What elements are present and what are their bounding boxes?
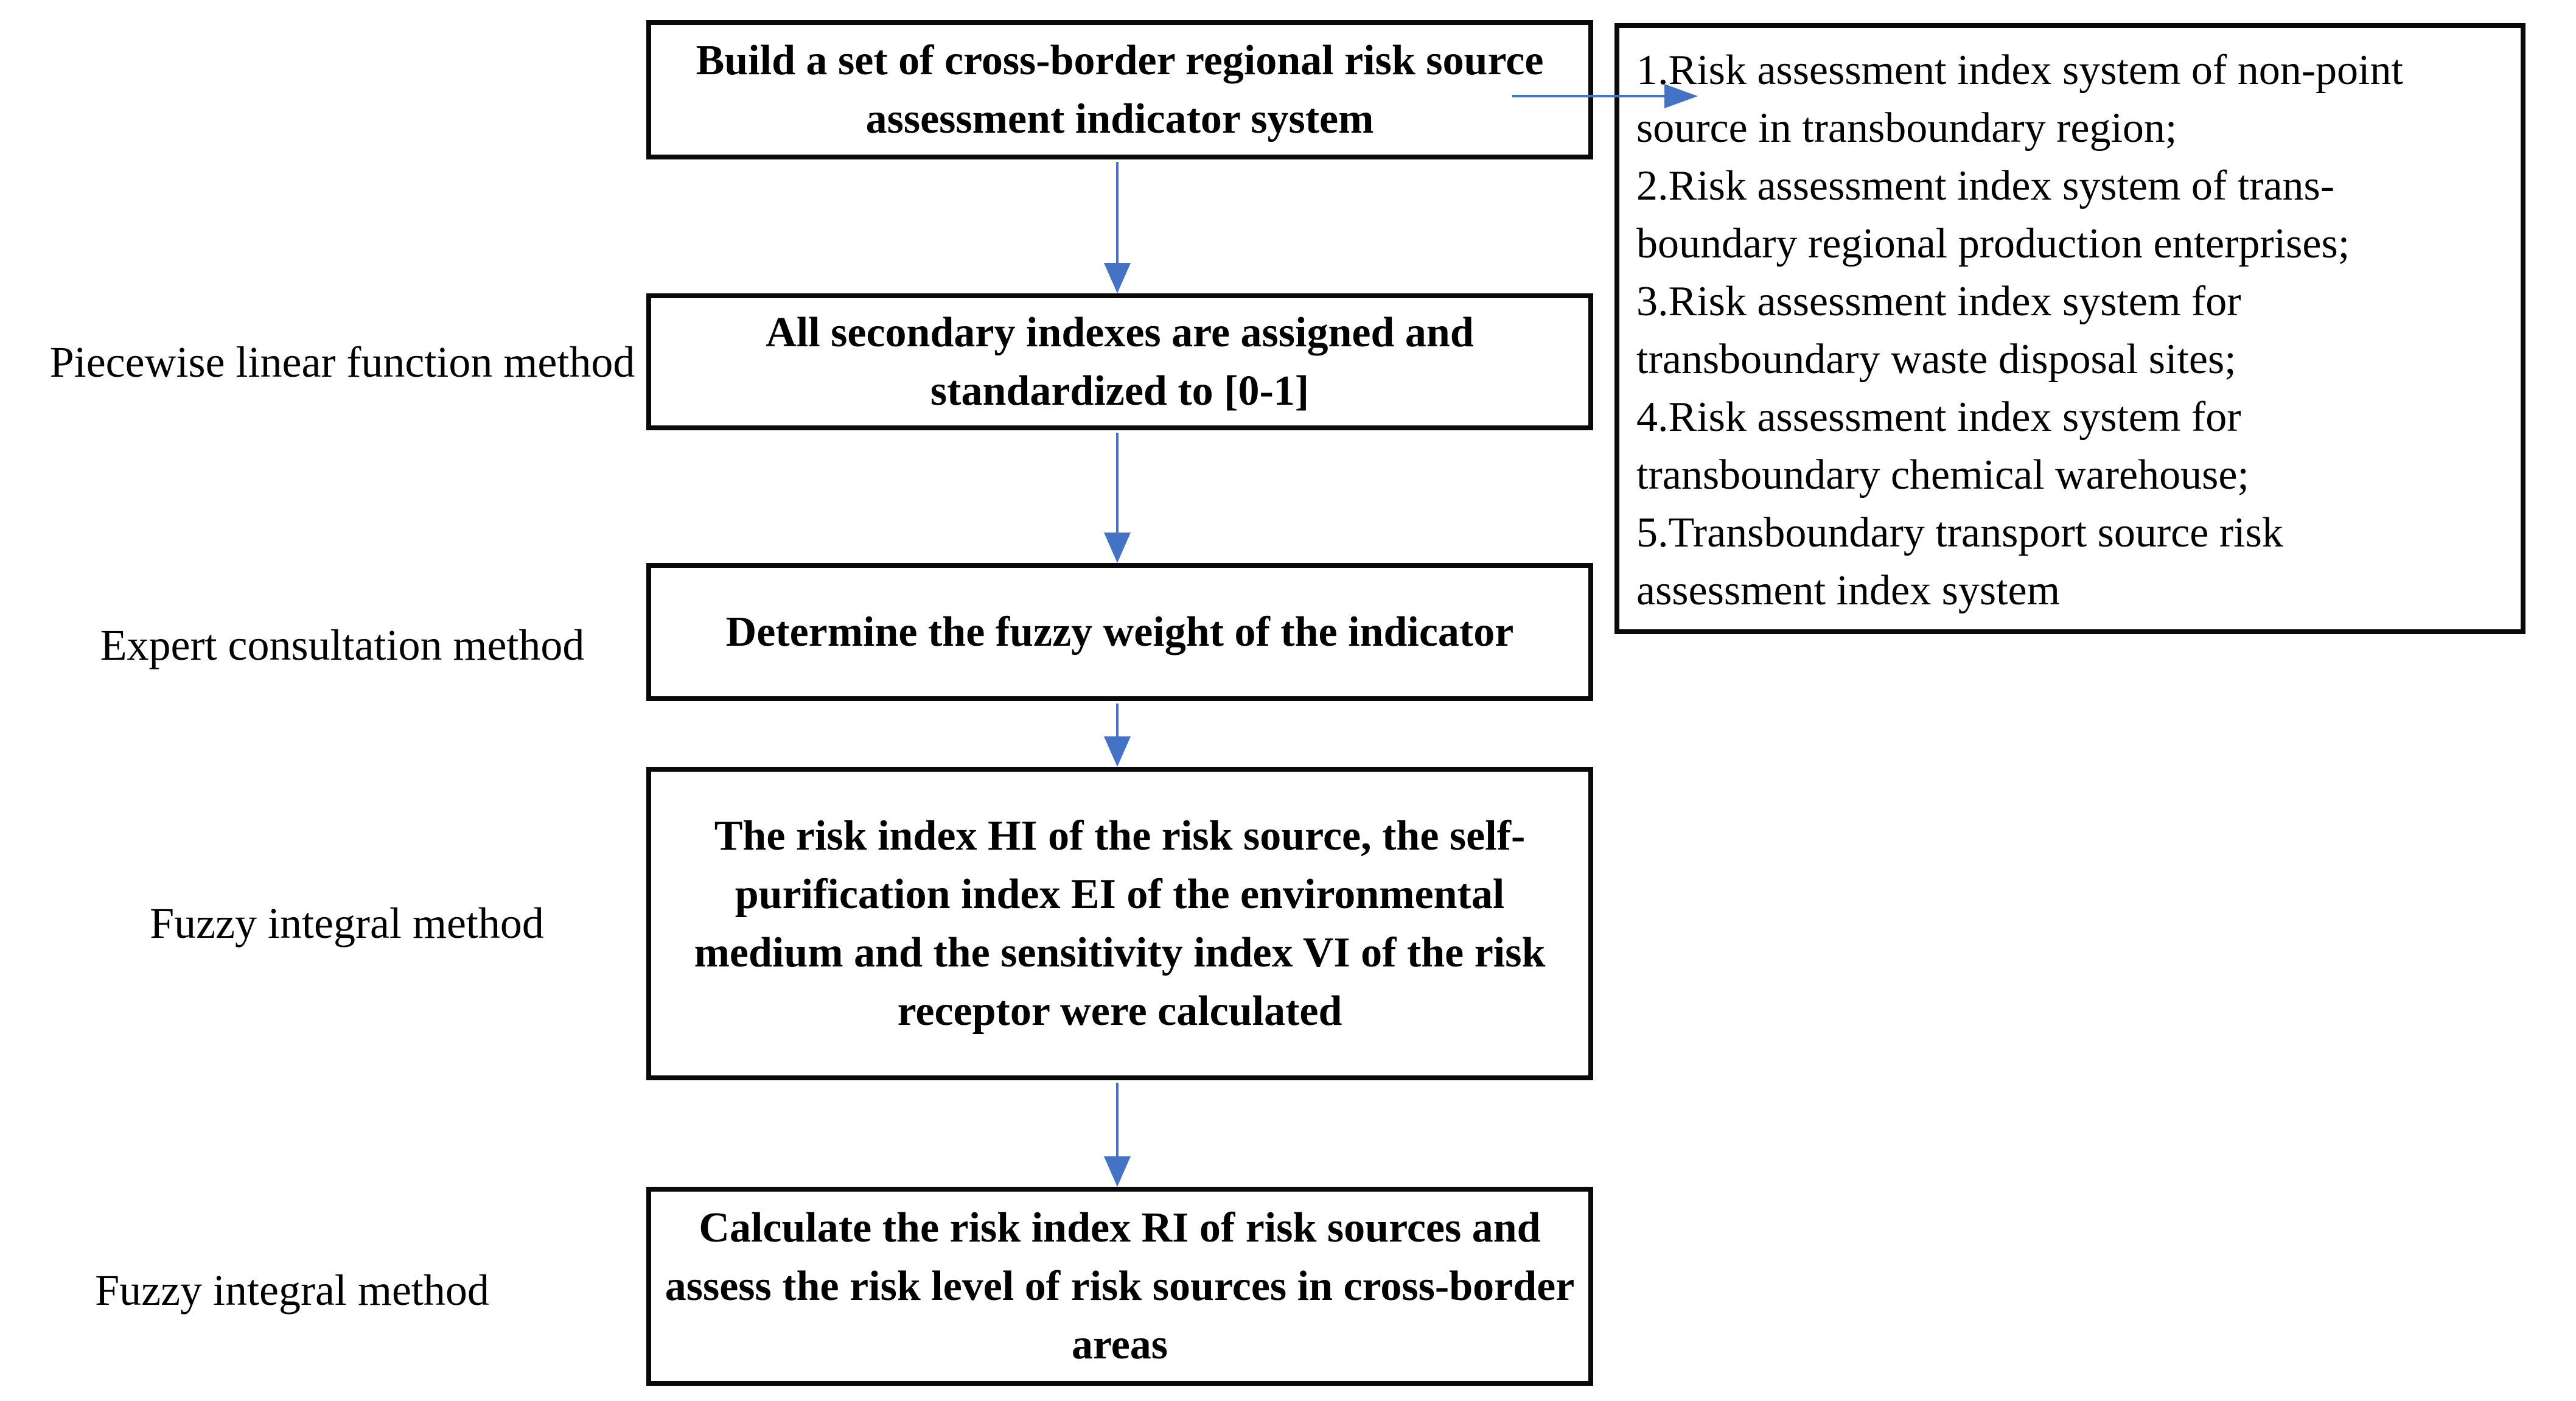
flow-box-text: Determine the fuzzy weight of the indica… xyxy=(725,608,1514,655)
arrow-line xyxy=(1512,95,1666,97)
flow-box-text: The risk index HI of the risk source, th… xyxy=(694,812,1546,1035)
arrow-down-icon xyxy=(1104,433,1131,563)
flow-box-text: All secondary indexes are assigned and s… xyxy=(766,309,1474,414)
arrow-head xyxy=(1104,736,1131,767)
panel-line: boundary regional production enterprises… xyxy=(1636,220,2350,267)
arrow-line xyxy=(1116,162,1119,263)
flow-box-standardize-secondary-indexes: All secondary indexes are assigned and s… xyxy=(646,293,1593,430)
index-systems-panel: 1.Risk assessment index system of non-po… xyxy=(1614,23,2525,634)
method-label-fuzzy-integral-2: Fuzzy integral method xyxy=(95,1266,489,1315)
panel-line: assessment index system xyxy=(1636,567,2061,614)
arrow-head xyxy=(1104,263,1131,293)
arrow-down-icon xyxy=(1104,1083,1131,1187)
arrow-right-icon xyxy=(1512,84,1698,108)
method-label-expert-consultation: Expert consultation method xyxy=(100,621,585,669)
method-label-fuzzy-integral-1: Fuzzy integral method xyxy=(150,899,544,948)
arrow-head xyxy=(1664,84,1698,108)
flow-box-calculate-hi-ei-vi: The risk index HI of the risk source, th… xyxy=(646,767,1593,1080)
panel-line: 5.Transboundary transport source risk xyxy=(1636,509,2283,556)
panel-line: source in transboundary region; xyxy=(1636,105,2177,152)
panel-line: 3.Risk assessment index system for xyxy=(1636,278,2241,325)
method-label-piecewise-linear-function: Piecewise linear function method xyxy=(49,338,635,386)
arrow-down-icon xyxy=(1104,704,1131,767)
panel-line: transboundary waste disposal sites; xyxy=(1636,336,2236,383)
arrow-line xyxy=(1116,433,1119,533)
arrow-line xyxy=(1116,1083,1119,1156)
panel-line: 4.Risk assessment index system for xyxy=(1636,394,2241,441)
arrow-line xyxy=(1116,704,1119,736)
panel-line: transboundary chemical warehouse; xyxy=(1636,452,2249,498)
flow-box-build-indicator-system: Build a set of cross-border regional ris… xyxy=(646,20,1593,159)
arrow-down-icon xyxy=(1104,162,1131,293)
panel-line: 2.Risk assessment index system of trans- xyxy=(1636,162,2335,209)
arrow-head xyxy=(1104,1156,1131,1187)
flow-box-calculate-ri-assess-level: Calculate the risk index RI of risk sour… xyxy=(646,1187,1593,1386)
flow-box-text: Build a set of cross-border regional ris… xyxy=(696,37,1544,142)
flow-box-text: Calculate the risk index RI of risk sour… xyxy=(665,1204,1575,1368)
flow-box-determine-fuzzy-weight: Determine the fuzzy weight of the indica… xyxy=(646,563,1593,701)
arrow-head xyxy=(1104,533,1131,563)
panel-line: 1.Risk assessment index system of non-po… xyxy=(1636,47,2403,94)
